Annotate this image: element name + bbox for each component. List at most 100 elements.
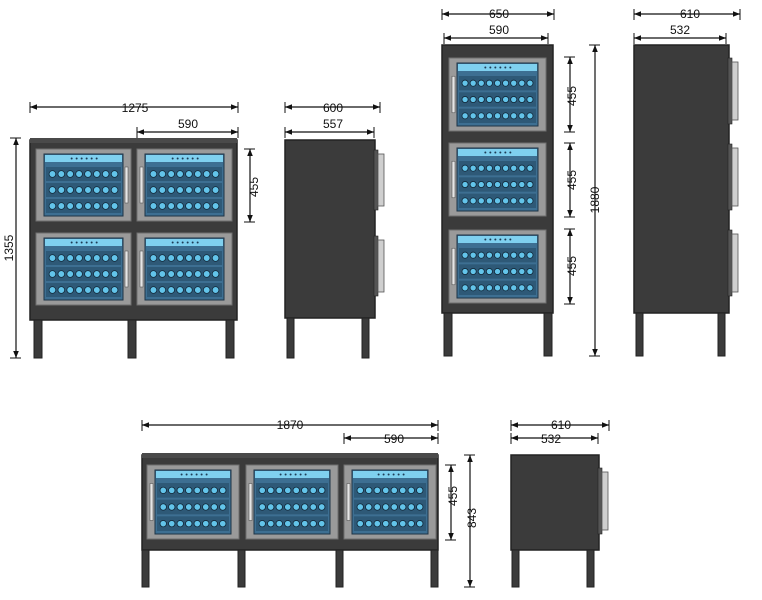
wine-bottle-icon <box>494 164 501 172</box>
wine-bottle-icon <box>382 503 390 511</box>
tower-unit-2-label: 455 <box>565 170 579 190</box>
side-handle-bracket <box>727 57 733 125</box>
cabinet-leg <box>141 549 150 588</box>
wine-bottle-icon <box>469 181 477 188</box>
cabinet-leg <box>286 317 295 359</box>
wine-bottle-icon <box>93 202 101 210</box>
wine-bottle-icon <box>167 202 175 210</box>
control-button-icon <box>181 241 184 244</box>
door-handle <box>149 483 154 521</box>
wine-bottle-icon <box>518 251 526 259</box>
control-button-icon <box>504 66 507 69</box>
side-handle-bracket <box>727 229 733 297</box>
door-handle <box>248 483 253 521</box>
tower-cabinet-front-view <box>441 9 600 357</box>
cabinet-leg <box>237 549 246 588</box>
tower-width-total-label: 650 <box>489 7 509 21</box>
wine-bottle-icon <box>110 286 119 294</box>
control-button-icon <box>484 238 487 241</box>
wine-bottle-icon <box>158 170 167 178</box>
wine-bottle-icon <box>510 268 518 275</box>
wine-bottle-icon <box>477 79 485 87</box>
side-handle-bracket <box>373 235 379 297</box>
row-width-unit-label: 590 <box>384 432 404 446</box>
wine-bottle-icon <box>469 284 477 292</box>
control-button-icon <box>382 473 385 476</box>
bottle-shelf <box>256 516 328 531</box>
cabinet-leg <box>33 319 43 359</box>
wine-bottle-icon <box>518 284 526 292</box>
wine-bottle-icon <box>309 486 317 494</box>
wine-bottle-icon <box>275 486 283 494</box>
control-button-icon <box>397 473 400 476</box>
control-button-icon <box>499 66 502 69</box>
control-button-icon <box>304 473 307 476</box>
wine-bottle-icon <box>110 270 119 278</box>
control-button-icon <box>90 157 93 160</box>
cabinet-top <box>30 138 237 143</box>
control-button-icon <box>171 157 174 160</box>
control-button-icon <box>196 241 199 244</box>
wine-bottle-icon <box>502 268 510 275</box>
wine-bottle-icon <box>365 520 373 528</box>
control-panel-strip <box>458 236 537 243</box>
control-button-icon <box>489 66 492 69</box>
wine-bottle-icon <box>149 202 158 210</box>
side-handle-bar <box>377 239 385 293</box>
wine-bottle-icon <box>416 503 424 511</box>
bottle-shelf <box>46 251 121 265</box>
control-button-icon <box>85 241 88 244</box>
wine-bottle-icon <box>101 254 110 262</box>
wine-bottle-icon <box>485 79 493 87</box>
control-panel-strip <box>45 239 122 246</box>
control-panel-strip <box>353 471 427 478</box>
wine-bottle-icon <box>301 486 309 494</box>
quad-cabinet-side-view <box>284 102 385 359</box>
wine-bottle-icon <box>309 503 317 511</box>
quad-side-depth-total-label: 600 <box>323 101 343 115</box>
wine-bottle-icon <box>167 254 175 262</box>
wine-bottle-icon <box>202 186 211 194</box>
wine-bottle-icon <box>494 79 501 87</box>
quad-cabinet-front-view <box>10 102 255 359</box>
wine-bottle-icon <box>518 112 526 120</box>
control-button-icon <box>494 66 497 69</box>
wine-bottle-icon <box>176 520 184 528</box>
wine-bottle-icon <box>167 270 175 278</box>
control-button-icon <box>499 151 502 154</box>
wine-bottle-icon <box>48 254 57 262</box>
control-button-icon <box>392 473 395 476</box>
wine-bottle-icon <box>211 270 220 278</box>
wine-bottle-icon <box>57 202 66 210</box>
wine-bottle-icon <box>168 503 176 511</box>
wine-bottle-icon <box>526 268 534 275</box>
wine-bottle-icon <box>477 181 485 188</box>
wine-bottle-icon <box>149 286 158 294</box>
wine-bottle-icon <box>373 520 381 528</box>
cabinet-leg <box>225 319 235 359</box>
wine-bottle-icon <box>502 164 510 172</box>
wine-bottle-icon <box>93 286 101 294</box>
wine-bottle-icon <box>518 164 526 172</box>
wine-bottle-icon <box>75 202 83 210</box>
cabinet-leg <box>511 549 520 588</box>
control-panel-strip <box>458 149 537 156</box>
control-button-icon <box>402 473 405 476</box>
control-button-icon <box>484 66 487 69</box>
row-cabinet-front-view <box>141 420 475 588</box>
wine-bottle-icon <box>373 486 381 494</box>
control-button-icon <box>377 473 380 476</box>
wine-bottle-icon <box>210 503 218 511</box>
wine-bottle-icon <box>494 284 501 292</box>
control-button-icon <box>90 241 93 244</box>
wine-bottle-icon <box>382 486 390 494</box>
control-panel-strip <box>45 155 122 162</box>
door-handle <box>139 250 144 288</box>
bottle-shelf <box>46 167 121 181</box>
wine-bottle-icon <box>318 503 326 511</box>
wine-bottle-icon <box>211 170 220 178</box>
row-side-depth-body-label: 532 <box>541 432 561 446</box>
control-button-icon <box>185 473 188 476</box>
wine-bottle-icon <box>194 270 202 278</box>
wine-bottle-icon <box>84 186 92 194</box>
